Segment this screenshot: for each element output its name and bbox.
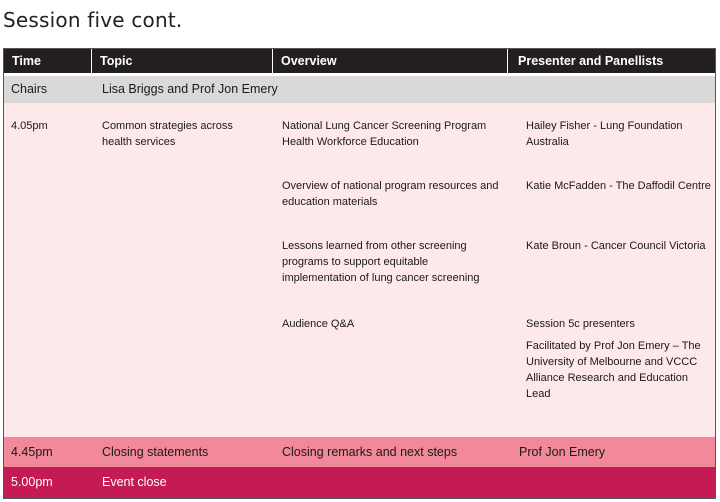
presenter-item: Facilitated by Prof Jon Emery – The Univ… (526, 340, 701, 400)
table-header-row: Time Topic Overview Presenter and Panell… (4, 49, 715, 73)
closing-presenter: Prof Jon Emery (519, 445, 606, 459)
closing-overview: Closing remarks and next steps (282, 445, 458, 459)
presenter-item: Session 5c presenters (526, 318, 635, 330)
event-close-topic: Event close (102, 475, 167, 489)
session-presenters: Hailey Fisher - Lung Foundation Australi… (508, 103, 715, 437)
overview-item: National Lung Cancer Screening Program H… (282, 120, 487, 148)
presenter-item: Kate Broun - Cancer Council Victoria (526, 240, 706, 252)
header-presenters: Presenter and Panellists (518, 54, 664, 68)
header-topic: Topic (92, 49, 273, 73)
closing-topic: Closing statements (102, 445, 209, 459)
session-topic: Common strategies across health services (92, 103, 273, 437)
overview-item: Lessons learned from other screening pro… (282, 240, 480, 284)
event-close-time: 5.00pm (11, 475, 53, 489)
table-row: 4.05pm Common strategies across health s… (4, 103, 715, 437)
session-overview: National Lung Cancer Screening Program H… (273, 103, 508, 437)
header-time: Time (4, 49, 92, 73)
page-title: Session five cont. (3, 8, 183, 32)
closing-row: 4.45pm Closing statements Closing remark… (4, 437, 715, 467)
event-close-row: 5.00pm Event close (4, 467, 715, 498)
presenter-item: Katie McFadden - The Daffodil Centre (526, 180, 711, 192)
overview-item: Overview of national program resources a… (282, 180, 499, 208)
session-topic-text: Common strategies across health services (102, 120, 233, 148)
presenter-item: Hailey Fisher - Lung Foundation Australi… (526, 120, 683, 148)
closing-time: 4.45pm (11, 445, 53, 459)
chairs-label: Chairs (11, 82, 48, 96)
session-time: 4.05pm (11, 120, 48, 132)
chairs-names: Lisa Briggs and Prof Jon Emery (102, 82, 278, 96)
program-table: Time Topic Overview Presenter and Panell… (3, 48, 716, 499)
chairs-row: Chairs Lisa Briggs and Prof Jon Emery (4, 76, 715, 103)
overview-item: Audience Q&A (282, 318, 355, 330)
header-overview: Overview (273, 49, 508, 73)
